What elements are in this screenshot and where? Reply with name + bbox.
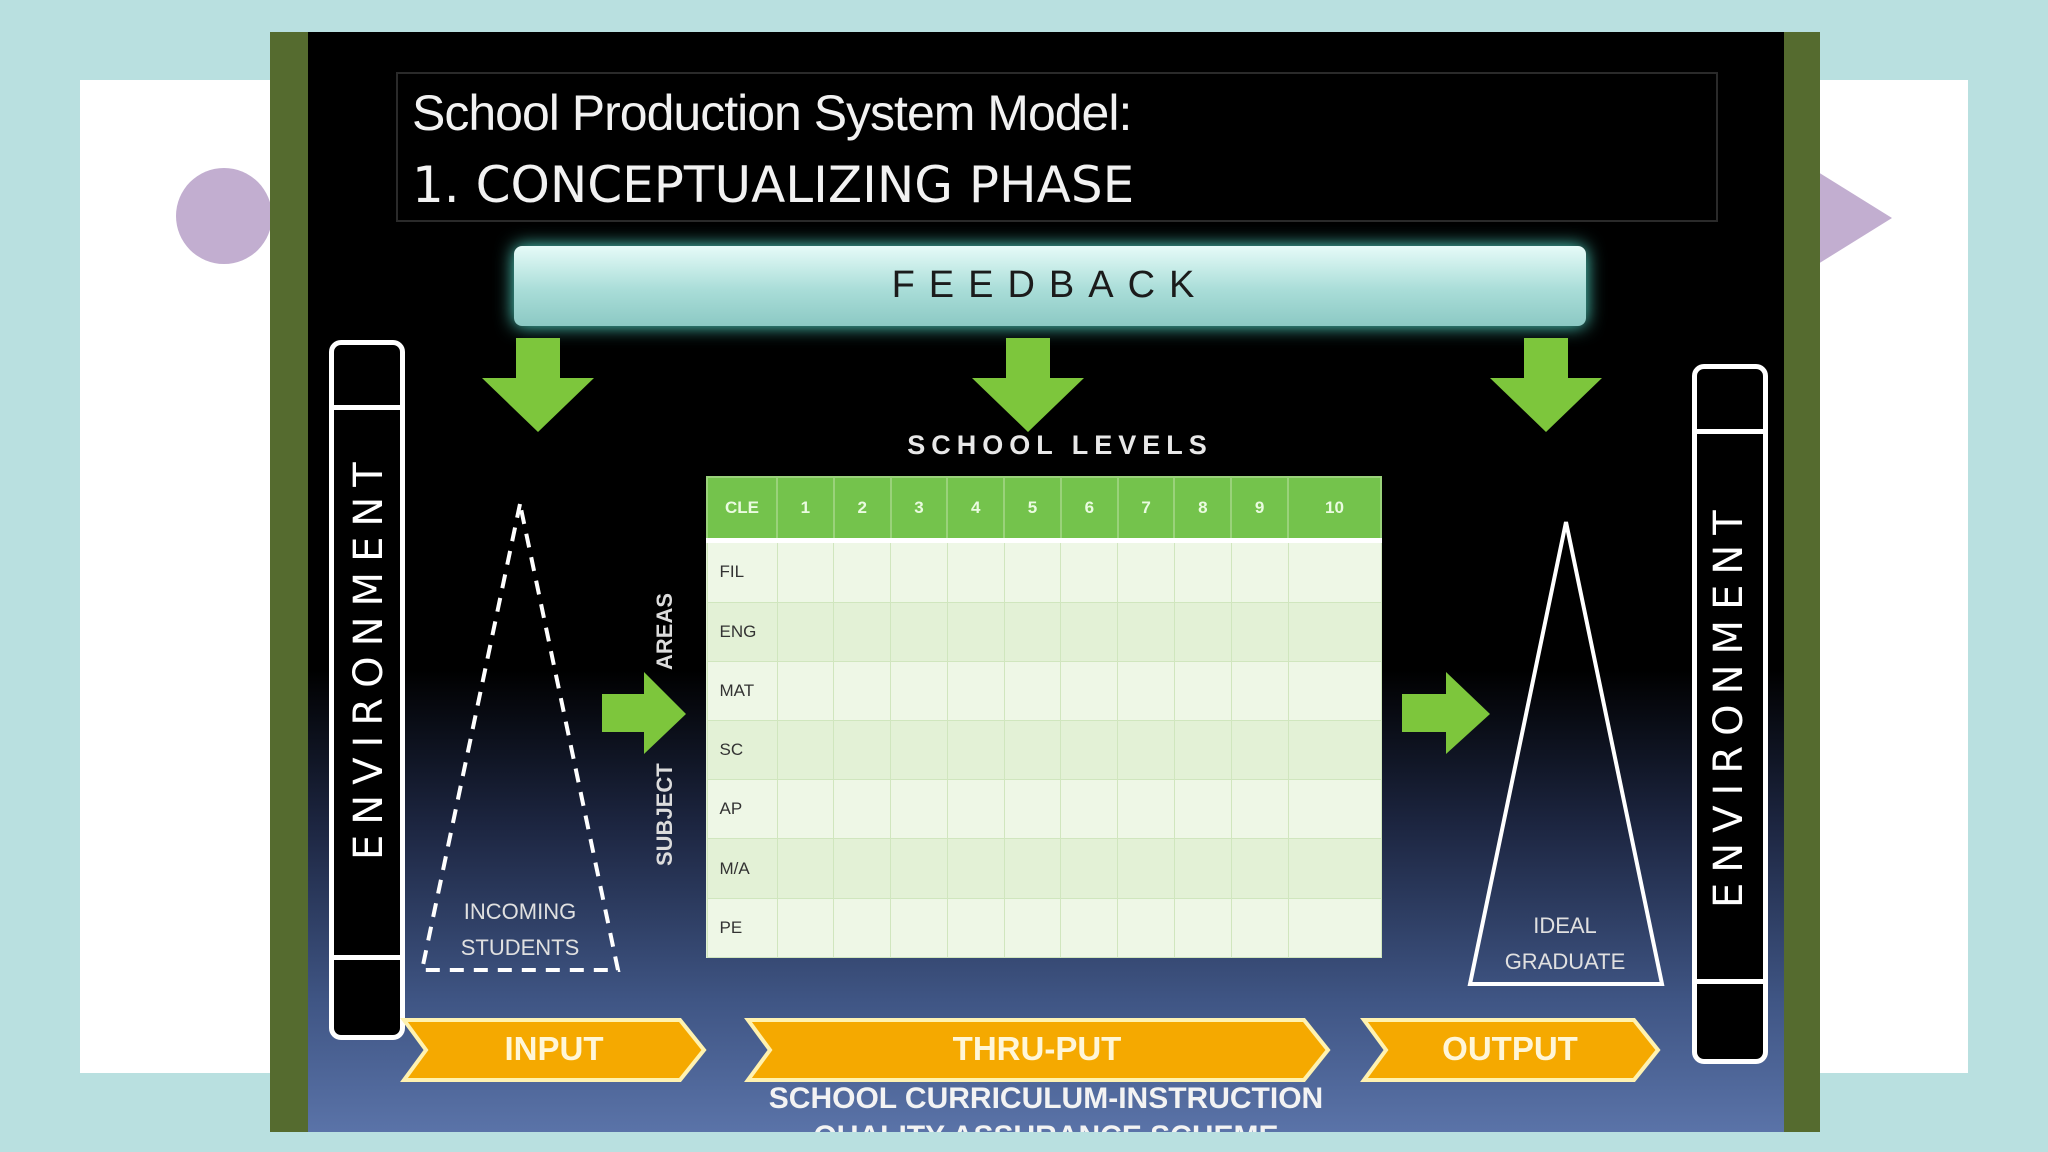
phase-chevrons [400,1018,1661,1082]
header-cell: 9 [1230,476,1290,542]
output-label: OUTPUT [1442,1030,1578,1067]
table-row: ENG [706,601,1382,662]
school-levels-table: CLE 1 2 3 4 5 6 7 8 9 10 FIL ENG MAT [706,476,1382,959]
subject-cell: FIL [706,538,778,603]
subject-cell: AP [706,779,778,840]
ideal-graduate-triangle [1467,521,1665,986]
subject-cell: MAT [706,660,778,721]
header-cell: 10 [1287,476,1382,542]
feedback-bar [514,246,1586,326]
school-levels-label: SCHOOL LEVELS [907,430,1213,460]
ideal-line-1: IDEAL [1533,913,1597,938]
table-row: PE [706,897,1382,959]
footer-line-1: SCHOOL CURRICULUM-INSTRUCTION [768,1082,1324,1115]
slide: School Production System Model: 1. CONCE… [270,32,1820,1132]
slide-subtitle: 1. CONCEPTUALIZING PHASE [412,156,1135,214]
arrow-into-table-icon [602,672,686,754]
ideal-line-2: GRADUATE [1504,949,1626,974]
decorative-triangle [1818,172,1892,264]
subject-cell: M/A [706,838,778,899]
table-row: M/A [706,838,1382,899]
header-cell: 5 [1003,476,1062,542]
incoming-line-2: STUDENTS [460,935,580,960]
header-cell: 3 [889,476,949,542]
header-cell: 6 [1059,476,1119,542]
header-cell: 7 [1116,476,1176,542]
slide-title: School Production System Model: [412,85,1132,141]
incoming-line-1: INCOMING [463,899,577,924]
ideal-graduate-label: IDEAL GRADUATE [1478,908,1652,980]
header-cell: 2 [832,476,892,542]
slide-content: School Production System Model: 1. CONCE… [308,32,1784,1132]
header-cell: 1 [776,476,835,542]
feedback-label: FEEDBACK [891,264,1209,306]
subject-cell: SC [706,719,778,781]
header-cell: 4 [946,476,1006,542]
table-row: FIL [706,538,1382,603]
feedback-arrow-right-icon [1490,338,1602,432]
title-frame [396,72,1718,222]
table-row: SC [706,719,1382,781]
feedback-arrow-left-icon [482,338,594,432]
environment-bar-left [329,340,405,1040]
subject-cell: ENG [706,601,778,662]
thruput-label: THRU-PUT [952,1030,1122,1067]
arrow-to-output-icon [1402,672,1490,754]
table-row: MAT [706,660,1382,721]
environment-bar-right [1692,364,1768,1064]
input-chevron [400,1018,707,1082]
feedback-arrow-center-icon [972,338,1084,432]
thruput-chevron [744,1018,1331,1082]
table-header-row: CLE 1 2 3 4 5 6 7 8 9 10 [706,476,1382,542]
header-cell: 8 [1173,476,1233,542]
footer-line-2: QUALITY ASSURANCE SCHEME [308,1120,1784,1132]
output-chevron [1360,1018,1661,1082]
subject-cell: PE [706,897,778,959]
table-row: AP [706,779,1382,840]
decorative-circle [176,168,272,264]
input-label: INPUT [504,1030,604,1067]
header-cell: CLE [706,476,778,542]
incoming-students-label: INCOMING STUDENTS [428,894,612,966]
